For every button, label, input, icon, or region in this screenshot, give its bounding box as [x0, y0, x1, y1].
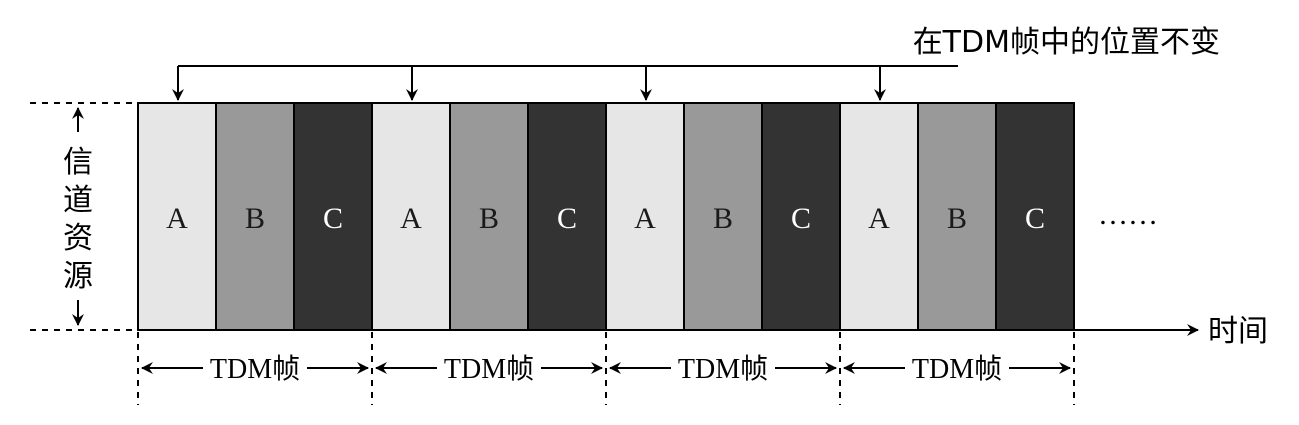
slot-label: C: [1025, 202, 1045, 235]
slot-label: C: [791, 202, 811, 235]
slot-a: [605, 102, 685, 331]
continuation-dots: ……: [1098, 198, 1158, 231]
slot-b: [917, 102, 997, 331]
slot-a: [371, 102, 451, 331]
slot-c: [995, 102, 1075, 331]
slot-label: A: [400, 202, 422, 235]
slot-label: B: [479, 202, 499, 235]
frame-label: TDM帧: [912, 353, 1002, 385]
frame-label: TDM帧: [444, 353, 534, 385]
channel-label-char: 源: [63, 259, 93, 294]
channel-label: 信 道 资 源: [63, 145, 93, 294]
position-bracket: [172, 65, 958, 101]
slot-label: B: [947, 202, 967, 235]
slot-label: A: [868, 202, 890, 235]
channel-label-char: 道: [63, 183, 93, 218]
slot-label: B: [245, 202, 265, 235]
slot-b: [215, 102, 295, 331]
frame-label: TDM帧: [210, 353, 300, 385]
slot-c: [293, 102, 373, 331]
slot-label: A: [634, 202, 656, 235]
channel-label-char: 信: [63, 145, 93, 180]
time-axis-label: 时间: [1208, 314, 1268, 349]
channel-label-char: 资: [63, 221, 93, 256]
slot-label: A: [166, 202, 188, 235]
slot-b: [683, 102, 763, 331]
diagram-title: 在TDM帧中的位置不变: [913, 25, 1220, 60]
slot-a: [839, 102, 919, 331]
frame-dimensions: TDM帧 TDM帧 TDM帧 TDM帧: [137, 332, 1075, 405]
slot-label: C: [323, 202, 343, 235]
slot-c: [761, 102, 841, 331]
frame-label: TDM帧: [678, 353, 768, 385]
slot-label: B: [713, 202, 733, 235]
slot-c: [527, 102, 607, 331]
slot-b: [449, 102, 529, 331]
slot-label: C: [557, 202, 577, 235]
